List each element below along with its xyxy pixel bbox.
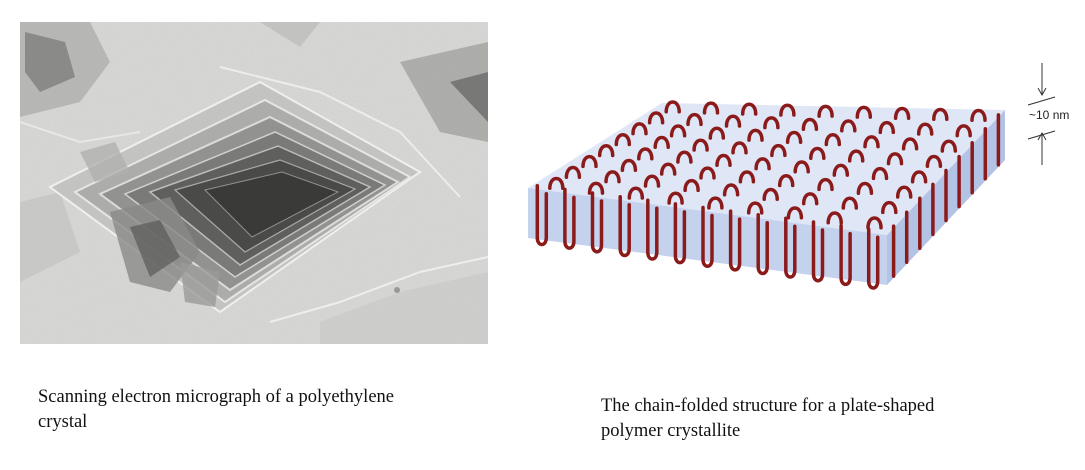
chain-fold-arch: [746, 201, 764, 215]
chain-fold-arch: [747, 128, 764, 142]
chain-fold-arch: [932, 107, 949, 121]
chain-fold-arch: [779, 103, 796, 117]
chain-fold-arch: [824, 133, 842, 147]
chain-fold-arch: [762, 187, 779, 201]
chain-fold-arch: [631, 122, 648, 136]
chain-fold-arch: [871, 166, 889, 181]
diagram-caption-line: The chain-folded structure for a plate-s…: [601, 396, 935, 416]
top-surface-chain-folds: [548, 100, 987, 230]
chain-fold-hairpin: [839, 223, 852, 287]
chain-fold-arch: [866, 216, 883, 230]
chain-fold-arch: [637, 147, 654, 161]
chain-fold-hairpin: [811, 220, 825, 283]
chain-fold-arch: [801, 117, 819, 131]
chain-fold-arch: [643, 174, 661, 188]
chain-fold-arch: [901, 137, 919, 151]
chain-fold-arch: [955, 124, 972, 138]
chain-fold-hairpin: [563, 187, 576, 250]
chain-fold-arch: [659, 162, 677, 176]
chain-fold-arch: [731, 141, 748, 155]
chain-fold-arch: [587, 181, 605, 195]
chain-fold-arch: [707, 196, 724, 210]
chain-fold-hairpin: [590, 191, 604, 254]
chain-fold-arch: [669, 124, 687, 138]
chain-fold-hairpin: [646, 198, 659, 261]
chain-fold-arch: [940, 139, 958, 153]
chain-fold-arch: [754, 157, 771, 171]
chain-fold-arch: [770, 143, 787, 158]
chain-fold-arch: [581, 154, 598, 169]
micrograph-caption-line: Scanning electron micrograph of a polyet…: [38, 387, 394, 407]
chain-fold-arch: [881, 200, 898, 215]
chain-fold-arch: [886, 152, 904, 166]
chain-fold-arch: [893, 106, 911, 120]
chain-fold-arch: [841, 196, 859, 210]
chain-fold-arch: [676, 150, 693, 164]
chain-fold-arch: [970, 108, 987, 123]
chain-fold-arch: [664, 100, 681, 114]
front-chain-folds: [535, 184, 880, 290]
chain-fold-arch: [826, 211, 843, 225]
chain-fold-arch: [667, 191, 684, 205]
chain-fold-arch: [832, 163, 850, 177]
chain-fold-hairpin: [866, 227, 880, 290]
chain-fold-arch: [686, 112, 703, 127]
chain-fold-arch: [878, 120, 896, 135]
thickness-label: ~10 nm: [1029, 108, 1069, 122]
chain-fold-arch: [722, 183, 740, 197]
chain-fold-arch: [715, 153, 732, 168]
chain-fold-arch: [786, 206, 804, 220]
chain-fold-arch: [604, 170, 621, 184]
chain-fold-arch: [614, 133, 632, 147]
chain-fold-arch: [738, 170, 756, 184]
chain-fold-arch: [763, 116, 780, 130]
chain-fold-arch: [708, 126, 726, 140]
chain-fold-hairpin: [618, 194, 631, 258]
chain-fold-arch: [925, 154, 943, 169]
chain-fold-arch: [683, 178, 700, 193]
chain-fold-hairpin: [673, 202, 687, 265]
chain-fold-arch: [809, 146, 826, 160]
chain-fold-arch: [817, 104, 834, 118]
chain-fold-arch: [840, 119, 857, 133]
plate-front-face: [528, 188, 887, 285]
chain-fold-arch: [647, 111, 665, 125]
chain-fold-arch: [817, 177, 834, 192]
chain-fold-hairpin: [756, 212, 769, 276]
chain-fold-arch: [785, 130, 803, 145]
chain-fold-arch: [724, 114, 742, 128]
diagram-caption: The chain-folded structure for a plate-s…: [601, 394, 1031, 444]
chain-fold-hairpin: [784, 216, 797, 279]
chain-fold-arch: [895, 185, 913, 199]
chain-fold-hairpin: [701, 205, 714, 268]
chain-fold-arch: [916, 122, 934, 136]
chain-folded-crystallite-diagram: ~10 nm: [528, 63, 1069, 290]
chain-fold-arch: [699, 166, 716, 180]
chain-fold-arch: [620, 158, 638, 172]
chain-fold-arch: [910, 170, 928, 184]
thickness-indicator: [1027, 63, 1056, 165]
side-chain-folds: [891, 113, 1001, 278]
chain-fold-hairpin: [728, 209, 742, 272]
diagram-caption-line: polymer crystallite: [601, 421, 741, 441]
chain-fold-arch: [856, 181, 874, 195]
micrograph-image: [20, 22, 488, 344]
chain-fold-arch: [548, 176, 565, 190]
chain-fold-arch: [740, 102, 758, 116]
chain-fold-arch: [847, 149, 865, 163]
chain-fold-hairpin: [535, 184, 549, 247]
chain-fold-arch: [801, 192, 819, 206]
chain-fold-arch: [702, 101, 720, 115]
micrograph-caption-line: crystal: [38, 412, 88, 432]
chain-fold-arch: [597, 144, 615, 158]
chain-fold-arch: [692, 138, 709, 152]
micrograph-caption: Scanning electron micrograph of a polyet…: [38, 385, 498, 435]
chain-fold-arch: [777, 174, 795, 188]
chain-fold-arch: [627, 186, 645, 200]
chain-fold-arch: [793, 160, 810, 174]
chain-fold-arch: [653, 135, 670, 150]
chain-fold-arch: [564, 165, 582, 180]
chain-fold-arch: [855, 105, 873, 119]
chain-fold-arch: [863, 135, 880, 149]
